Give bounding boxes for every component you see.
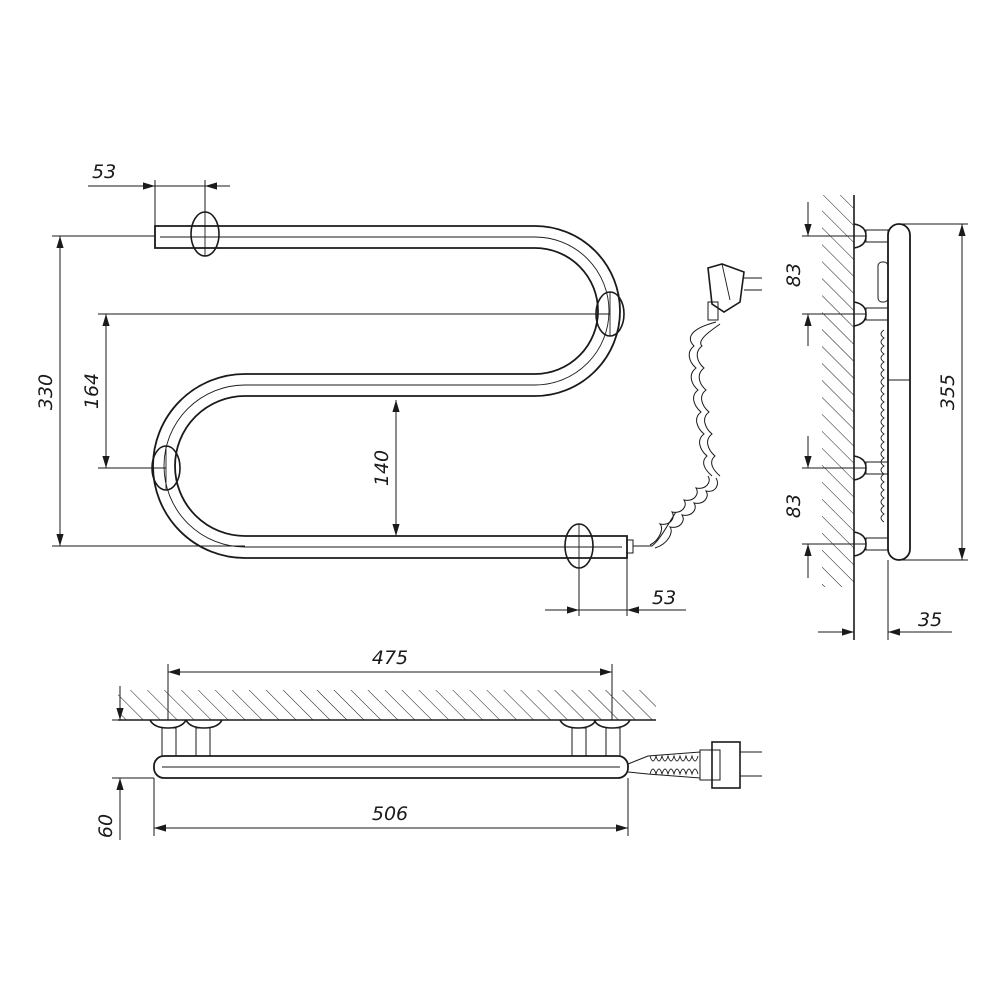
power-cable-front (626, 263, 762, 554)
dim-front-330: 330 (35, 235, 245, 547)
top-view: 475 506 60 (95, 647, 762, 840)
s-tube-outline (152, 225, 628, 559)
dim-top-60-label: 60 (95, 814, 117, 838)
dim-front-top-53-label: 53 (92, 161, 116, 183)
dim-front-bottom-53-label: 53 (652, 587, 676, 609)
dim-side-83-lower-label: 83 (783, 494, 805, 518)
top-flange-3 (559, 719, 597, 729)
top-flange-2 (185, 719, 223, 729)
dim-side-83-upper: 83 (783, 202, 866, 346)
top-flange-1 (149, 719, 187, 729)
dim-side-355-label: 355 (937, 374, 959, 410)
dim-side-355: 355 (900, 223, 968, 561)
dim-front-164: 164 (81, 313, 610, 469)
dim-front-bottom-53: 53 (545, 558, 686, 616)
top-standoff-3 (571, 727, 587, 757)
top-wall-hatch (118, 690, 656, 720)
dim-top-506-label: 506 (372, 803, 408, 825)
dim-front-330-label: 330 (35, 374, 57, 410)
power-cable-top (627, 741, 762, 789)
top-standoff-4 (605, 727, 621, 757)
side-tube-bracket (877, 261, 889, 303)
top-standoff-1 (161, 727, 177, 757)
top-flange-4 (593, 719, 631, 729)
dim-top-475-label: 475 (372, 647, 408, 669)
side-wall-hatch (822, 195, 854, 587)
dim-side-83-upper-label: 83 (783, 263, 805, 287)
side-cable-coil (880, 329, 885, 523)
front-view: 53 53 330 164 140 (35, 161, 762, 616)
s-tube-centerline (160, 236, 622, 548)
dim-front-140-label: 140 (371, 450, 393, 486)
dim-front-164-label: 164 (81, 373, 103, 409)
side-view: 83 83 355 35 (783, 195, 968, 640)
dim-top-506: 506 (153, 778, 629, 836)
dim-top-60: 60 (95, 686, 154, 840)
dim-front-140: 140 (371, 400, 400, 536)
dim-front-top-53: 53 (88, 161, 230, 226)
dim-side-35: 35 (818, 560, 952, 640)
dim-top-475: 475 (167, 647, 613, 720)
dim-side-83-lower: 83 (783, 436, 866, 578)
dim-side-35-label: 35 (918, 609, 942, 631)
top-standoff-2 (195, 727, 211, 757)
side-tube-main (887, 223, 911, 561)
